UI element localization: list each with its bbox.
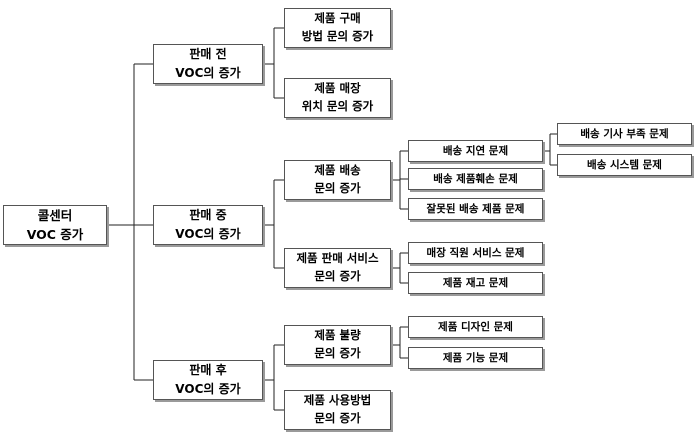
node-label-line: 문의 증가 [314,269,361,283]
node-label-line: 제품 재고 문제 [442,276,509,289]
node-label-line: VOC의 증가 [175,382,241,396]
node-during-sale: 판매 중 VOC의 증가 [153,205,263,245]
node-label-line: 제품 구매 [314,11,361,26]
node-label-line: 배송 지연 문제 [442,144,509,157]
node-label-line: VOC의 증가 [175,227,241,241]
node-label-line: 방법 문의 증가 [301,29,374,43]
node-label-line: 판매 후 [189,363,227,378]
node-label-line: 문의 증가 [314,346,361,360]
node-label-line: 제품 기능 문제 [442,351,509,364]
node-label-line: 콜센터 [37,207,73,223]
node-label-line: 배송 시스템 문제 [587,158,662,171]
node-wrong-delivery: 잘못된 배송 제품 문제 [408,198,543,220]
node-label-line: 제품 매장 [314,81,361,96]
node-label-line: 잘못된 배송 제품 문제 [426,202,525,215]
node-design: 제품 디자인 문제 [408,316,543,338]
node-label-line: 배송 제품훼손 문제 [433,172,518,185]
node-label-line: 판매 전 [189,47,227,62]
node-label-line: 제품 사용방법 [303,393,372,408]
node-label-line: 판매 중 [189,208,227,223]
node-label-line: 위치 문의 증가 [301,99,374,113]
node-label-line: 제품 배송 [314,163,361,178]
node-label-line: 문의 증가 [314,181,361,195]
node-label-line: VOC 증가 [26,227,84,242]
node-staff-service: 매장 직원 서비스 문제 [408,242,543,264]
node-driver-shortage: 배송 기사 부족 문제 [557,123,692,145]
node-label-line: 배송 기사 부족 문제 [580,127,669,140]
node-label-line: 문의 증가 [314,411,361,425]
node-product-damage: 배송 제품훼손 문제 [408,168,543,190]
node-label-line: 매장 직원 서비스 문제 [426,246,525,259]
node-stock: 제품 재고 문제 [408,272,543,294]
node-label-line: 제품 판매 서비스 [296,251,379,266]
node-label-line: 제품 디자인 문제 [438,320,513,333]
node-delivery-system: 배송 시스템 문제 [557,154,692,176]
node-label-line: VOC의 증가 [175,66,241,80]
node-function: 제품 기능 문제 [408,347,543,369]
node-delivery-delay: 배송 지연 문제 [408,140,543,162]
node-call-center: 콜센터 VOC 증가 [3,205,107,245]
node-post-sale: 판매 후 VOC의 증가 [153,360,263,400]
node-pre-sale: 판매 전 VOC의 증가 [153,44,263,84]
node-label-line: 제품 불량 [314,328,361,343]
